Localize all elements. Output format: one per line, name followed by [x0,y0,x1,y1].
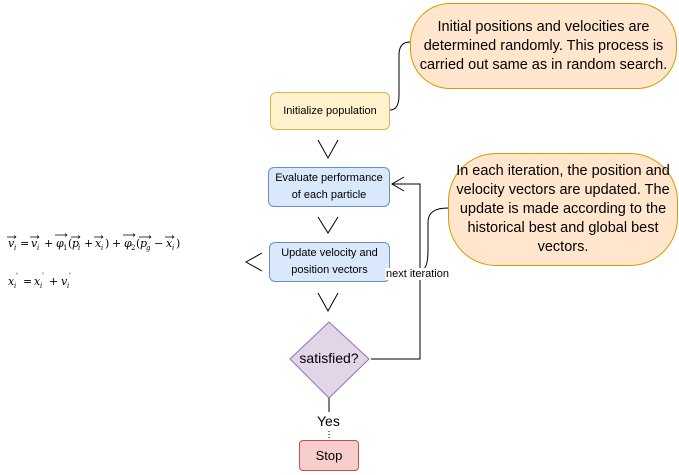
evaluate-performance-label: Evaluate performance of each particle [275,172,383,201]
svg-text:+: + [84,237,93,250]
svg-text:v: v [61,275,68,288]
svg-text:i: i [101,244,103,252]
svg-text:(: ( [68,237,72,250]
stop-label: Stop [315,448,343,463]
svg-text:p: p [72,237,79,250]
svg-text:): ) [105,237,109,250]
evaluate-performance-node: Evaluate performance of each particle [268,167,390,207]
arrow-evaluate-to-update [317,216,339,234]
svg-text:(: ( [136,237,140,250]
svg-text:g: g [146,244,151,252]
update-callout-text: In each iteration, the position and velo… [456,163,670,255]
svg-text:i: i [78,244,80,252]
svg-text:1: 1 [63,244,67,252]
arrow-update-to-formula [244,252,263,272]
arrow-update-to-decision [317,292,339,313]
svg-text:−: − [154,237,163,250]
svg-text:φ: φ [56,237,64,250]
initialization-callout: Initial positions and velocities are det… [410,3,677,89]
svg-text:+: + [49,275,58,288]
yes-label: Yes [317,413,340,429]
svg-text:x: x [34,275,41,288]
arrow-init-to-evaluate [317,139,339,160]
initialize-population-node: Initialize population [270,92,390,130]
update-vectors-node: Update velocity and position vectors [269,242,390,282]
svg-text:+: + [112,237,121,250]
svg-text:x: x [8,275,15,288]
initialization-callout-text: Initial positions and velocities are det… [419,18,668,73]
svg-text:i: i [14,282,16,290]
svg-text:i: i [37,244,39,252]
svg-text:+: + [44,237,53,250]
svg-text:2: 2 [131,244,135,252]
decision-label: satisfied? [299,350,359,366]
update-callout: In each iteration, the position and velo… [448,153,678,266]
svg-text:φ: φ [124,237,132,250]
svg-text:': ' [16,272,18,280]
callout-connector-right [420,207,449,271]
next-iteration-label: next iteration [385,268,450,280]
svg-text:v: v [8,237,15,250]
svg-text:i: i [14,244,16,252]
svg-text:': ' [69,272,71,280]
initialize-population-label: Initialize population [283,104,377,117]
svg-text:): ) [176,237,180,250]
svg-text:x: x [166,237,173,250]
svg-text:=: = [23,275,32,288]
loop-back-arrowhead [391,176,405,192]
update-vectors-label: Update velocity and position vectors [281,247,378,276]
svg-text:': ' [42,272,44,280]
stop-node: Stop [299,440,359,471]
svg-text:v: v [31,237,38,250]
svg-text:p: p [140,237,147,250]
svg-text:x: x [95,237,102,250]
svg-text:=: = [20,237,29,250]
svg-text:i: i [40,282,42,290]
callout-connector-top [389,41,411,111]
svg-text:i: i [172,244,174,252]
svg-text:i: i [67,282,69,290]
